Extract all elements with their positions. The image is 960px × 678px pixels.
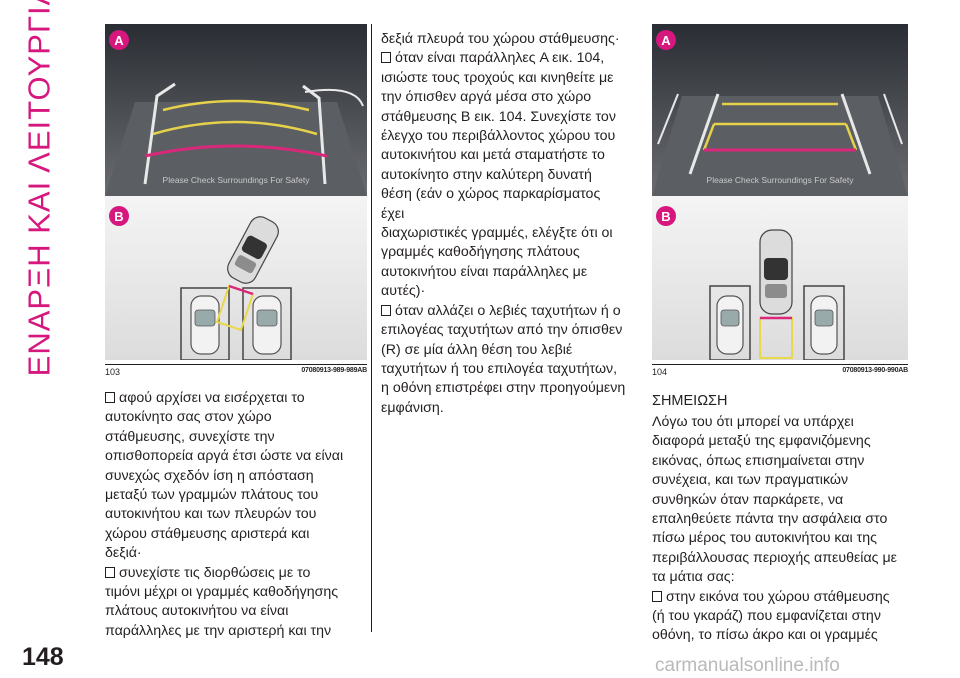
text-line: διαφορά μεταξύ της εμφανιζόμενης — [652, 433, 871, 450]
text-line: (ή του γκαράζ) που εμφανίζεται στην — [652, 608, 881, 625]
text-line: χώρου στάθμευσης αριστερά και — [105, 525, 310, 542]
text-line: θέση (εάν ο χώρος παρκαρίσματος έχει — [381, 186, 601, 222]
text-line: τα μάτια σας: — [652, 569, 735, 586]
text-line: πλάτους αυτοκινήτου να είναι — [105, 603, 289, 620]
text-line: τιμόνι μέχρι οι γραμμές καθοδήγησης — [105, 584, 339, 601]
text-line: επαληθεύετε πάντα την ασφάλεια στο — [652, 511, 888, 528]
text-line: συνέχεια, και των πραγματικών — [652, 472, 849, 489]
overlay-text: Please Check Surroundings For Safety — [163, 175, 311, 185]
text-line: (R) σε μία άλλη θέση του λεβιέ — [381, 341, 573, 358]
text-line: αφού αρχίσει να εισέρχεται το — [105, 389, 367, 408]
column-divider — [371, 24, 372, 632]
text-line: αυτοκινήτου και των πλευρών του — [105, 506, 317, 523]
text-line: στάθμευσης B εικ. 104. Συνεχίστε τον — [381, 108, 616, 125]
text-line: έλεγχο του περιβάλλοντος χώρου του — [381, 128, 616, 145]
figure-104-illustration: Please Check Surroundings For Safety A — [652, 24, 908, 361]
text-line: πίσω μέρος του αυτοκινήτου και της — [652, 530, 877, 547]
section-title-text: ΕΝΑΡΞΗ ΚΑΙ ΛΕΙΤΟΥΡΓΙΑ — [21, 0, 57, 377]
text-line: αυτοκίνητο στην καλύτερη δυνατή — [381, 166, 592, 183]
checkbox-bullet-icon — [105, 392, 115, 403]
text-line: παράλληλες με την αριστερή και την — [105, 622, 332, 639]
section-title-vertical: ΕΝΑΡΞΗ ΚΑΙ ΛΕΙΤΟΥΡΓΙΑ — [8, 0, 70, 376]
page-number: 148 — [22, 643, 64, 671]
text-line: όταν είναι παράλληλες A εικ. 104, — [381, 49, 627, 68]
marker-b — [656, 206, 676, 226]
text-line: διαχωριστικές γραμμές, ελέγξτε ότι οι — [381, 225, 613, 242]
overlay-text: Please Check Surroundings For Safety — [707, 175, 855, 185]
note-title: ΣΗΜΕΙΩΣΗ — [652, 393, 728, 409]
figure-103-caption: 103 07080913-989-989AB — [105, 367, 367, 377]
text-line: Λόγω του ότι μπορεί να υπάρχει — [652, 414, 854, 430]
figure-104: Please Check Surroundings For Safety A — [652, 24, 908, 361]
text-line: στην εικόνα του χώρου στάθμευσης — [652, 588, 908, 607]
text-line: συνθηκών όταν παρκάρετε, να — [652, 491, 844, 508]
text-line: γραμμές καθοδήγησης πλάτους — [381, 244, 580, 261]
text-line: αυτοκίνητο σας στον χώρο — [105, 409, 272, 426]
text-line: περιβάλλουσας περιοχής απευθείας με — [652, 549, 897, 566]
checkbox-bullet-icon — [105, 566, 115, 578]
checkbox-bullet-icon — [381, 52, 391, 64]
checkbox-bullet-icon — [381, 304, 391, 316]
figure-103-number: 103 — [105, 367, 121, 377]
text-line: επιλογέας ταχυτήτων από την όπισθεν — [381, 322, 623, 339]
figure-104-code: 07080913-990-990AB — [842, 367, 908, 374]
left-column: Please Check Surroundings For Safety — [105, 24, 367, 641]
text-line: ταχυτήτων ή του επιλογέα ταχυτήτων, — [381, 360, 618, 377]
middle-text: δεξιά πλευρά του χώρου στάθμευσης· όταν … — [381, 30, 627, 418]
marker-a-label: A — [661, 33, 671, 48]
checkbox-bullet-icon — [652, 590, 662, 602]
marker-a — [109, 30, 129, 50]
text-line: αυτές)· — [381, 283, 426, 300]
marker-b — [109, 206, 129, 226]
left-text: αφού αρχίσει να εισέρχεται το αυτοκίνητο… — [105, 389, 367, 641]
text-line: όταν αλλάζει ο λεβιές ταχυτήτων ή ο — [381, 302, 627, 321]
text-line: συνεχίστε τις διορθώσεις με το — [105, 564, 367, 583]
marker-a — [656, 30, 676, 50]
text-line: ισιώστε τους τροχούς και κινηθείτε με — [381, 69, 614, 86]
marker-b-label: B — [114, 209, 123, 224]
figure-104-number: 104 — [652, 367, 668, 377]
text-line: μεταξύ των γραμμών πλάτους του — [105, 487, 319, 504]
text-line: στάθμευσης, συνεχίστε την — [105, 428, 275, 445]
text-line: οπισθοπορεία αργά έτσι ώστε να είναι — [105, 448, 344, 465]
figure-103-code: 07080913-989-989AB — [301, 367, 367, 374]
text-line: η οθόνη επιστρέφει στην προηγούμενη — [381, 380, 626, 397]
text-line: δεξιά πλευρά του χώρου στάθμευσης· — [381, 31, 620, 47]
text-line: εικόνας, όπως επισημαίνεται στην — [652, 452, 865, 469]
right-text: Λόγω του ότι μπορεί να υπάρχει διαφορά μ… — [652, 413, 908, 646]
middle-column: δεξιά πλευρά του χώρου στάθμευσης· όταν … — [381, 24, 627, 418]
text-line: δεξιά· — [105, 545, 142, 562]
text-line: αυτοκινήτου είναι παράλληλες με — [381, 263, 588, 280]
figure-103-illustration: Please Check Surroundings For Safety — [105, 24, 367, 361]
text-line: την όπισθεν αργά μέσα στο χώρο — [381, 89, 592, 106]
text-line: οθόνη, το πίσω άκρο και οι γραμμές — [652, 627, 878, 644]
figure-104-caption: 104 07080913-990-990AB — [652, 367, 908, 377]
text-line: αυτοκινήτου και μετά σταματήστε το — [381, 147, 605, 164]
right-column: Please Check Surroundings For Safety A — [652, 24, 908, 646]
text-line: εμφάνιση. — [381, 399, 444, 416]
figure-103-rule — [105, 364, 367, 365]
watermark: carmanualsonline.info — [655, 655, 840, 676]
figure-104-rule — [652, 364, 908, 365]
figure-103: Please Check Surroundings For Safety — [105, 24, 367, 361]
text-line: συνεχώς σχεδόν ίση η απόσταση — [105, 467, 314, 484]
marker-a-label: A — [114, 33, 124, 48]
marker-b-label: B — [661, 209, 670, 224]
